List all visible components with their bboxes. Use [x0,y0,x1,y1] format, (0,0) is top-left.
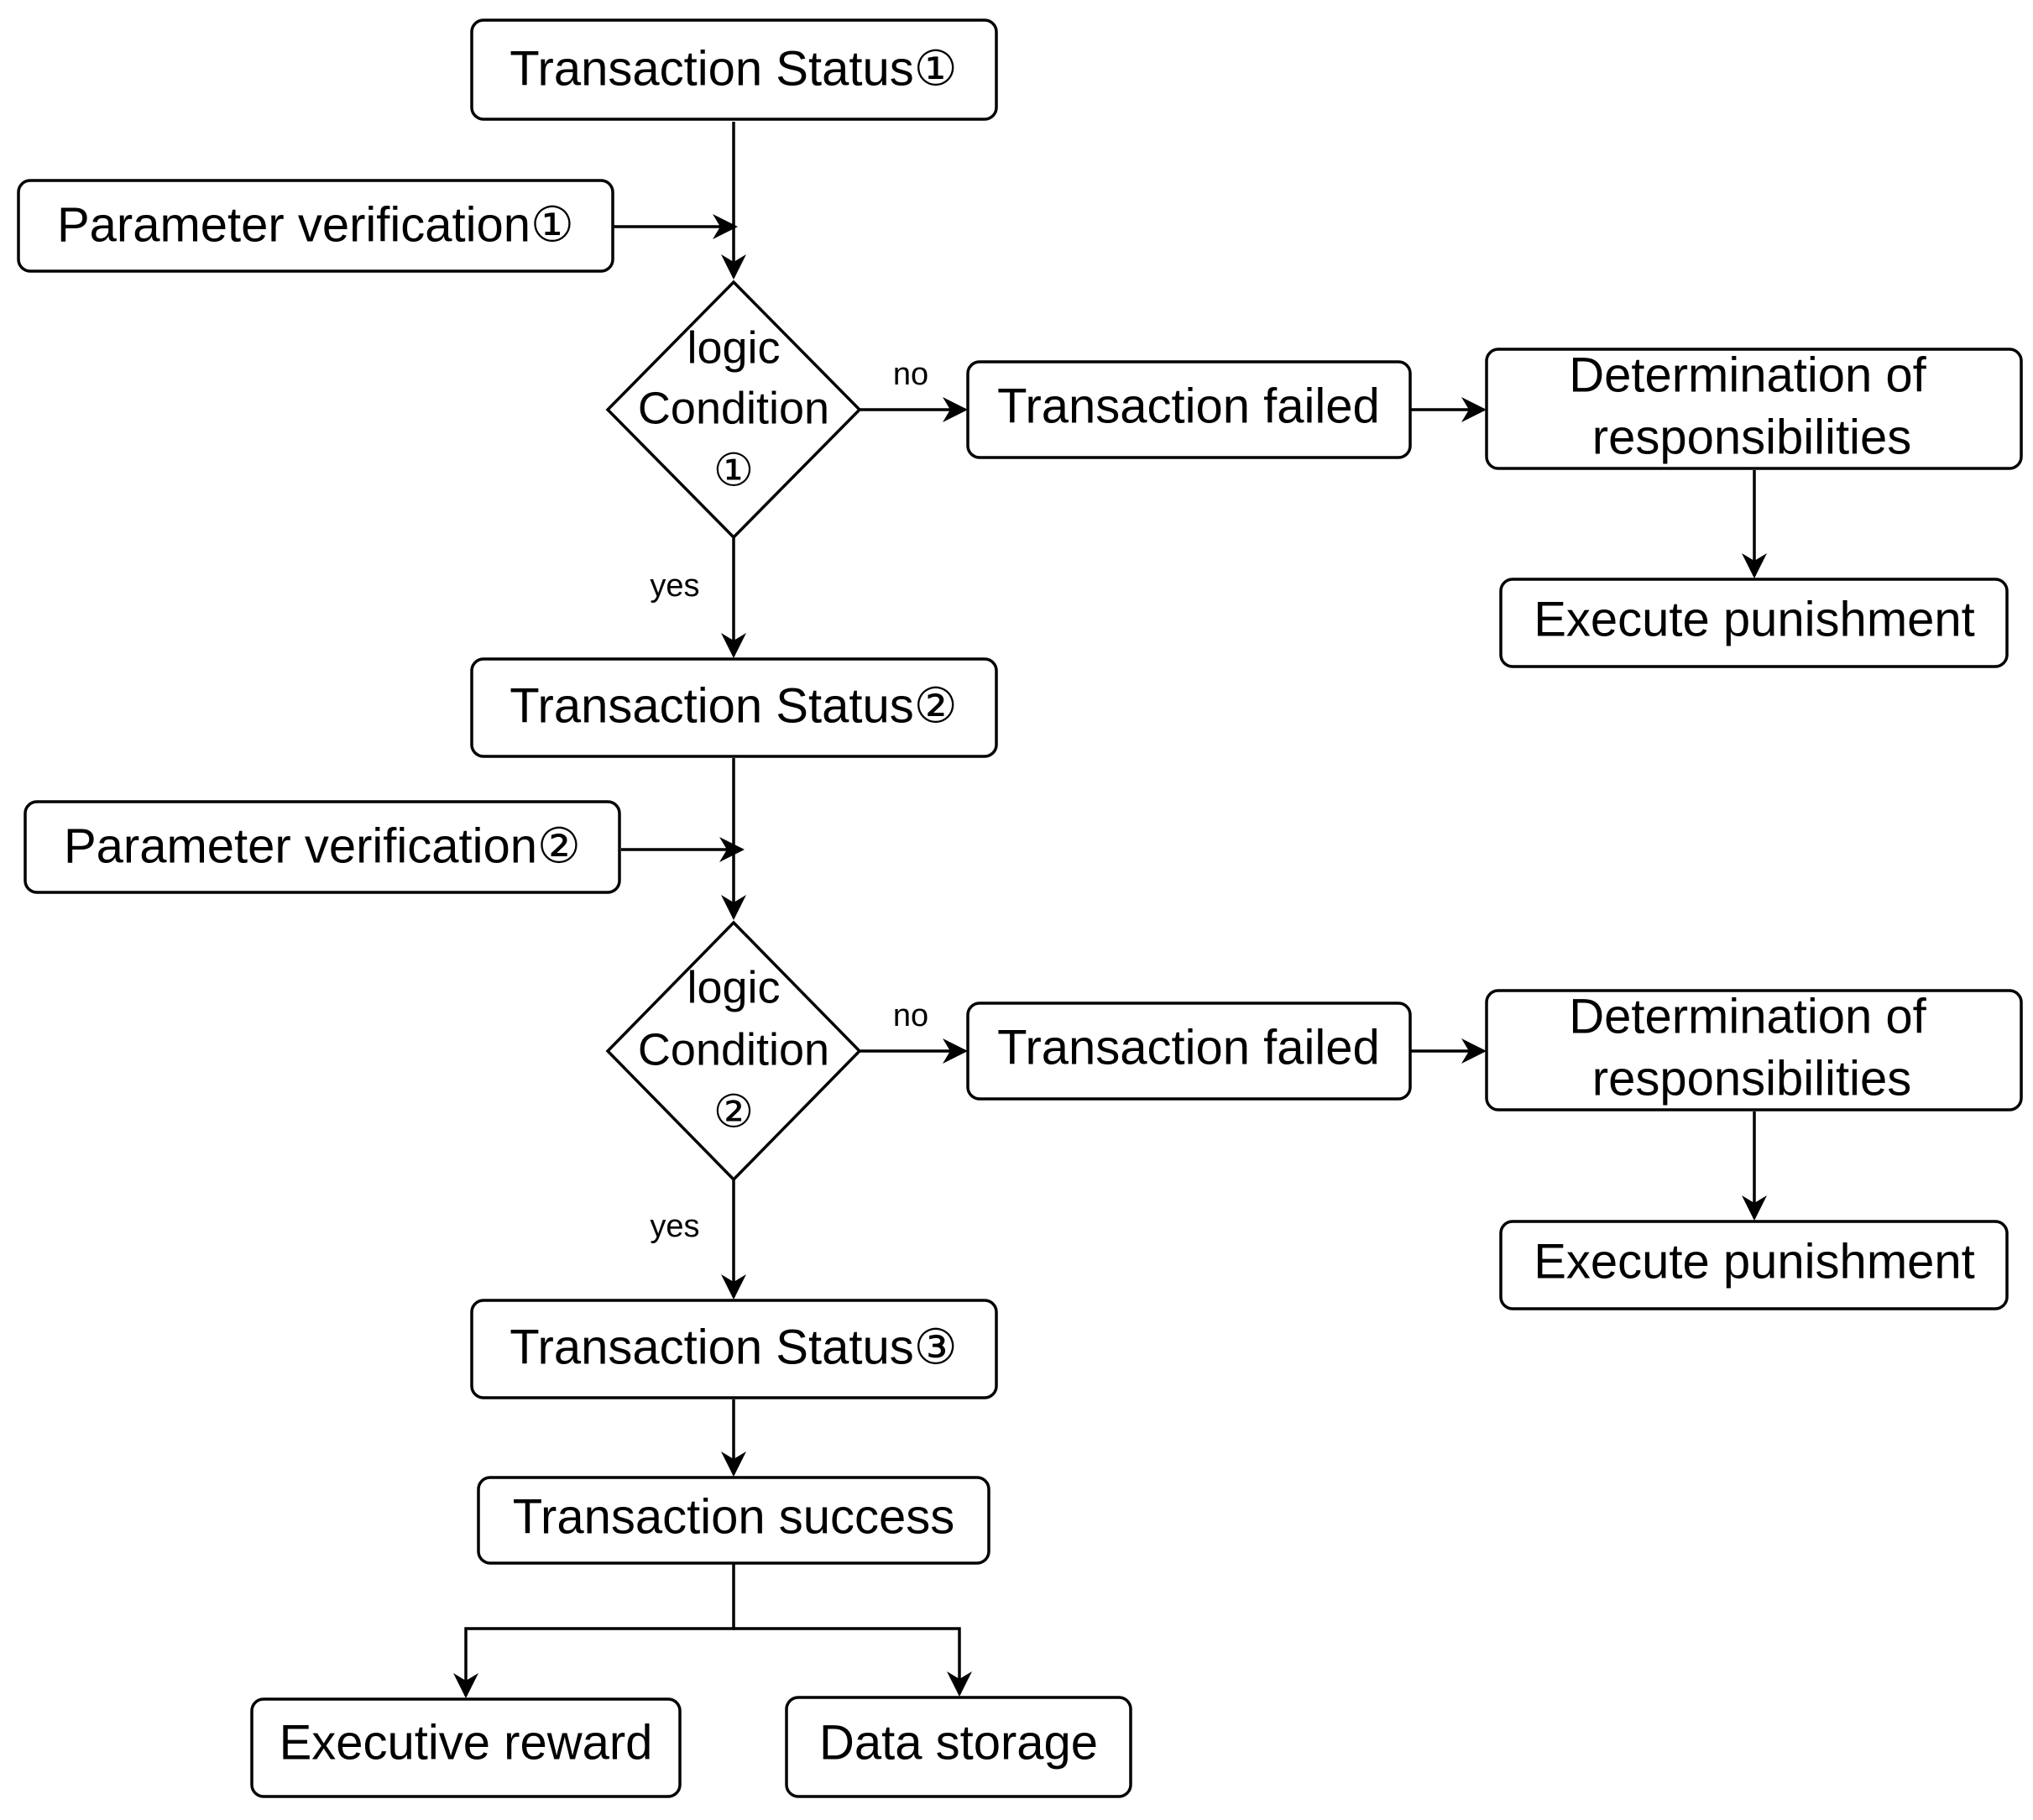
node-label-line1: logic [687,962,780,1012]
edge-success-to-storage [734,1627,972,1697]
node-label-line1: logic [687,322,780,373]
label-no-1: no [893,357,928,392]
node-execute-punishment-2: Execute punishment [1499,1220,2009,1310]
label-yes-2: yes [650,1209,699,1244]
edge-success-to-reward [453,1563,735,1698]
label-yes-1: yes [650,568,699,604]
edge-labels: no yes no yes [650,357,928,1244]
node-label: Transaction Status③ [510,1320,957,1374]
node-determination-of-responsibilities-1: Determination of responsibilities [1485,348,2023,470]
node-label: Execute punishment [1534,592,1975,646]
node-label: Parameter verification② [64,818,581,873]
node-logic-condition-2: logic Condition ② [605,920,862,1182]
node-label-line1: Determination of [1569,989,1926,1043]
node-label-line2: Condition [638,383,829,433]
node-transaction-status-2: Transaction Status② [470,657,998,758]
node-transaction-status-3: Transaction Status③ [470,1299,998,1399]
node-label-line3: ① [713,445,754,495]
node-determination-of-responsibilities-2: Determination of responsibilities [1485,989,2023,1111]
node-label: Execute punishment [1534,1234,1975,1289]
node-label: Transaction failed [997,379,1380,433]
node-executive-reward: Executive reward [250,1697,682,1798]
node-label-line2: responsibilities [1592,410,1911,464]
edges [453,122,1767,1698]
node-label-line3: ② [713,1086,754,1137]
node-logic-condition-1: logic Condition ① [605,280,862,540]
node-label: Transaction success [513,1489,955,1544]
node-label: Transaction Status② [510,678,957,733]
node-parameter-verification-2: Parameter verification② [24,800,621,894]
node-label-line2: responsibilities [1592,1051,1911,1106]
node-transaction-failed-1: Transaction failed [966,360,1412,459]
node-label: Parameter verification① [57,197,574,252]
node-label: Transaction failed [997,1020,1380,1075]
node-transaction-status-1: Transaction Status① [470,18,998,121]
node-data-storage: Data storage [785,1696,1132,1798]
node-label-line2: Condition [638,1024,829,1075]
node-label: Executive reward [280,1715,653,1770]
label-no-2: no [893,998,928,1033]
node-label-line1: Determination of [1569,348,1926,402]
node-label: Data storage [819,1715,1098,1770]
node-transaction-failed-2: Transaction failed [966,1002,1412,1101]
node-parameter-verification-1: Parameter verification① [17,179,614,273]
node-execute-punishment-1: Execute punishment [1499,578,2009,668]
node-label: Transaction Status① [510,41,957,96]
node-transaction-success: Transaction success [477,1476,990,1565]
